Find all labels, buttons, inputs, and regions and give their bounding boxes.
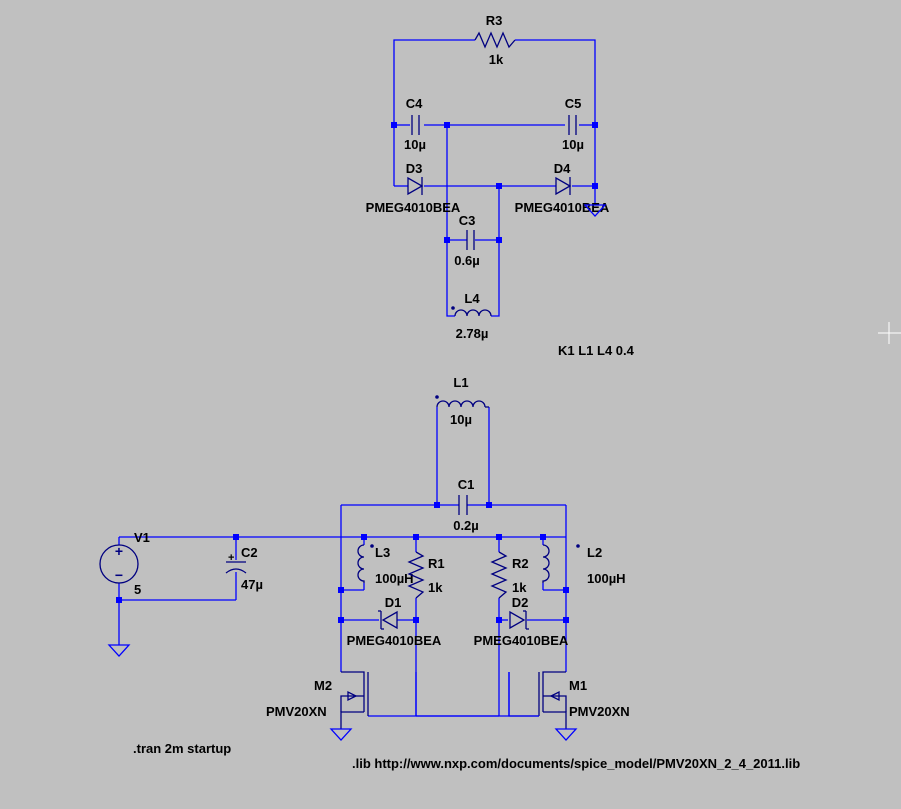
coupling-directive[interactable]: K1 L1 L4 0.4 xyxy=(558,343,635,358)
m2-value: PMV20XN xyxy=(266,704,327,719)
diode-d1[interactable]: D1 PMEG4010BEA xyxy=(347,595,442,648)
r2-name: R2 xyxy=(512,556,529,571)
d3-value: PMEG4010BEA xyxy=(366,200,461,215)
c5-name: C5 xyxy=(565,96,582,111)
ground-upper xyxy=(583,204,607,217)
m2-name: M2 xyxy=(314,678,332,693)
mosfet-m2[interactable]: M2 PMV20XN xyxy=(266,671,369,729)
resistor-r3[interactable]: R3 1k xyxy=(474,13,516,67)
l1-name: L1 xyxy=(453,375,468,390)
c2-name: C2 xyxy=(241,545,258,560)
d1-value: PMEG4010BEA xyxy=(347,633,442,648)
c2-value: 47µ xyxy=(241,577,263,592)
resistor-r2[interactable]: R2 1k xyxy=(490,551,529,599)
c3-value: 0.6µ xyxy=(454,253,480,268)
m1-value: PMV20XN xyxy=(569,704,630,719)
d3-name: D3 xyxy=(406,161,423,176)
d1-name: D1 xyxy=(385,595,402,610)
capacitor-c1[interactable]: C1 0.2µ xyxy=(453,477,479,533)
capacitor-c3[interactable]: C3 0.6µ xyxy=(454,213,480,268)
ground-m1 xyxy=(554,728,578,741)
tran-directive[interactable]: .tran 2m startup xyxy=(133,741,231,756)
crosshair-cursor-icon xyxy=(878,322,901,344)
inductor-l1[interactable]: L1 10µ xyxy=(435,375,489,427)
mosfet-m1[interactable]: M1 PMV20XN xyxy=(509,671,630,729)
svg-text:−: − xyxy=(115,567,123,583)
c3-name: C3 xyxy=(459,213,476,228)
r3-name: R3 xyxy=(486,13,503,28)
l3-value: 100µH xyxy=(375,571,414,586)
wires-upper xyxy=(393,39,596,317)
r1-name: R1 xyxy=(428,556,445,571)
l2-name: L2 xyxy=(587,545,602,560)
gate-wire-m2 xyxy=(508,672,539,717)
lib-directive[interactable]: .lib http://www.nxp.com/documents/spice_… xyxy=(352,756,800,771)
inductor-l2[interactable]: L2 100µH xyxy=(542,544,626,586)
inductor-l4[interactable]: L4 2.78µ xyxy=(451,291,492,341)
svg-text:+: + xyxy=(228,552,234,564)
diode-d3[interactable]: D3 PMEG4010BEA xyxy=(366,161,461,215)
ground-m2 xyxy=(329,728,353,741)
voltage-source-v1[interactable]: + − V1 5 xyxy=(99,530,150,597)
l4-value: 2.78µ xyxy=(456,326,489,341)
v1-value: 5 xyxy=(134,582,141,597)
r1-value: 1k xyxy=(428,580,443,595)
ground-v1 xyxy=(107,644,131,657)
junctions xyxy=(116,122,598,623)
l1-value: 10µ xyxy=(450,412,472,427)
diode-d2[interactable]: D2 PMEG4010BEA xyxy=(474,595,569,648)
d4-value: PMEG4010BEA xyxy=(515,200,610,215)
r3-value: 1k xyxy=(489,52,504,67)
v1-name: V1 xyxy=(134,530,150,545)
diode-d4[interactable]: D4 PMEG4010BEA xyxy=(515,161,610,215)
svg-text:+: + xyxy=(115,543,123,559)
inductor-l3[interactable]: L3 100µH xyxy=(357,544,414,586)
l3-name: L3 xyxy=(375,545,390,560)
d2-value: PMEG4010BEA xyxy=(474,633,569,648)
m1-name: M1 xyxy=(569,678,587,693)
c1-name: C1 xyxy=(458,477,475,492)
c5-value: 10µ xyxy=(562,137,584,152)
l2-value: 100µH xyxy=(587,571,626,586)
r2-value: 1k xyxy=(512,580,527,595)
c1-value: 0.2µ xyxy=(453,518,479,533)
resistor-r1[interactable]: R1 1k xyxy=(407,551,445,599)
c4-value: 10µ xyxy=(404,137,426,152)
c4-name: C4 xyxy=(406,96,423,111)
wires-lower xyxy=(118,407,567,717)
l4-name: L4 xyxy=(464,291,480,306)
capacitor-c2[interactable]: + C2 47µ xyxy=(225,545,263,592)
capacitor-c4[interactable]: C4 10µ xyxy=(404,96,426,152)
d2-name: D2 xyxy=(512,595,529,610)
d4-name: D4 xyxy=(554,161,571,176)
capacitor-c5[interactable]: C5 10µ xyxy=(562,96,584,152)
